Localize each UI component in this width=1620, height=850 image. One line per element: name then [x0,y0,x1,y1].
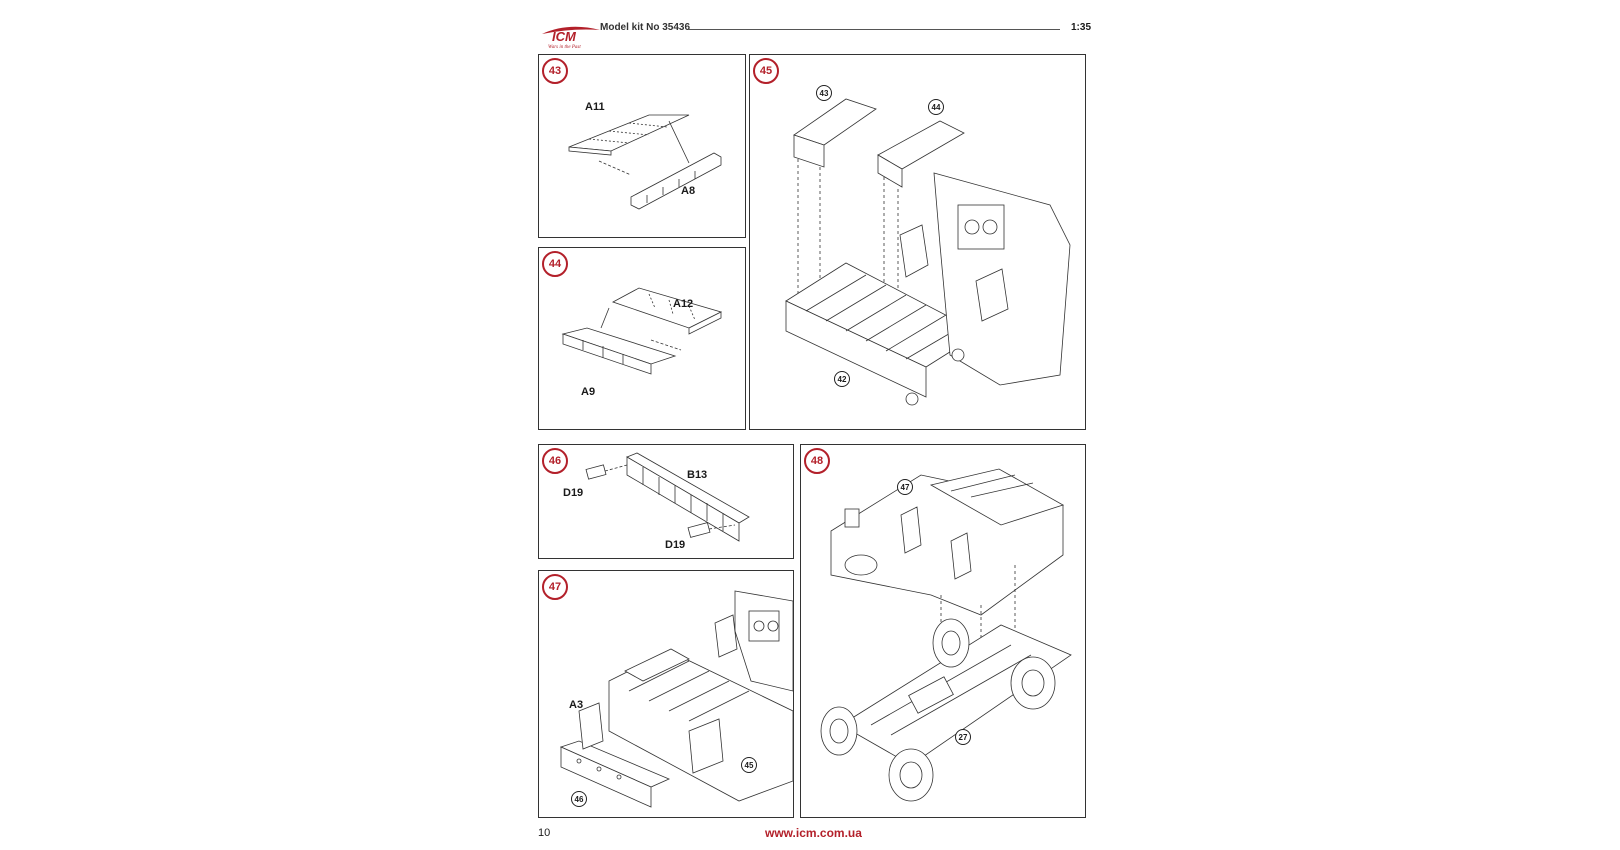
ref-part-42: 42 [834,371,850,387]
icm-logo-icon: ICM Wars in the Past [538,20,604,50]
step-number-badge: 48 [804,448,830,474]
ref-step-47: 47 [897,479,913,495]
part-label-a12: A12 [673,298,694,310]
step-46-panel: 46 B13 D19 D19 [538,444,794,559]
step-47-panel: 47 A3 45 46 [538,570,794,818]
ref-step-46: 46 [571,791,587,807]
step-number-badge: 47 [542,574,568,600]
part-label-b13: B13 [687,469,708,481]
step-number-badge: 44 [542,251,568,277]
step-44-panel: 44 A12 A9 [538,247,746,430]
step-47-drawing [559,590,793,808]
logo-text: ICM [552,29,577,44]
step-44-drawing [561,287,723,375]
step-48-panel: 48 47 27 [800,444,1086,818]
step-43-drawing [568,114,722,210]
part-label-d19-bottom: D19 [665,539,686,551]
part-label-a11: A11 [585,101,605,113]
header-rule [688,29,1060,30]
step-43-panel: 43 A11 A8 [538,54,746,238]
part-label-d19-left: D19 [563,487,584,499]
logo-tagline: Wars in the Past [548,45,581,50]
ref-step-44: 44 [928,99,944,115]
part-label-a3: A3 [569,699,584,711]
model-kit-number: Model kit No 35436 [600,22,691,33]
part-label-a8: A8 [681,185,696,197]
page-number: 10 [538,827,551,839]
ref-part-27: 27 [955,729,971,745]
website-link[interactable]: www.icm.com.ua [765,826,862,840]
kit-scale: 1:35 [1071,22,1092,33]
part-label-a9: A9 [581,386,596,398]
ref-step-43: 43 [816,85,832,101]
step-number-badge: 46 [542,448,568,474]
step-46-drawing [585,452,750,542]
step-number-badge: 45 [753,58,779,84]
step-number-badge: 43 [542,58,568,84]
ref-step-45: 45 [741,757,757,773]
step-45-panel: 45 43 44 42 [749,54,1086,430]
step-48-drawing [820,468,1072,802]
step-45-drawing [785,98,1071,406]
